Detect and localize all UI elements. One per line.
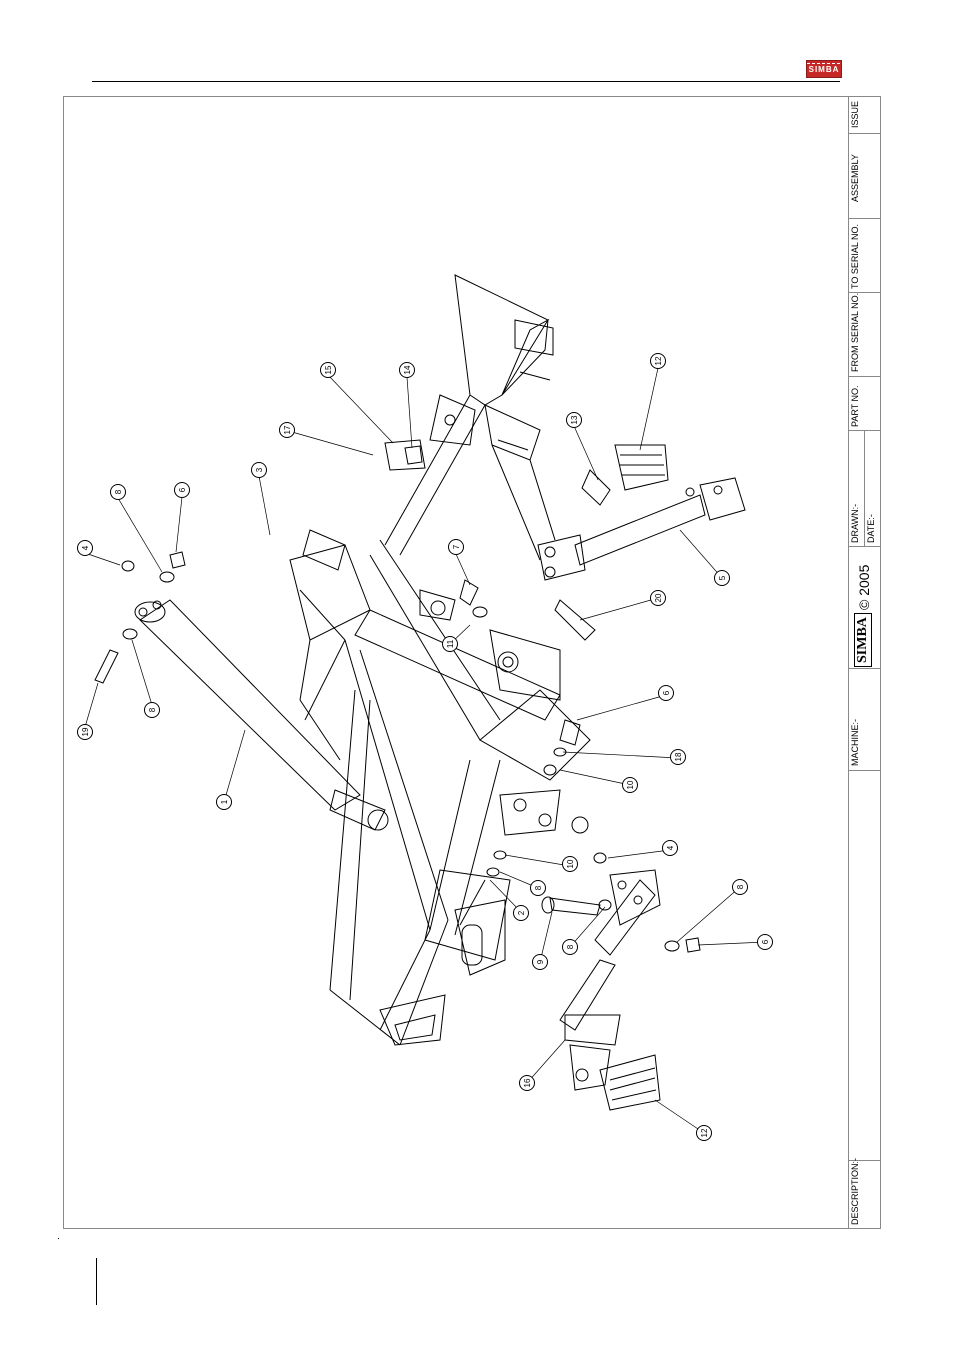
item-balloon-19: 19 <box>77 724 93 740</box>
balloon-leaders <box>84 367 766 1134</box>
item-balloon-12: 12 <box>650 353 666 369</box>
item-balloon-8: 8 <box>530 880 546 896</box>
item-balloon-11: 11 <box>442 636 458 652</box>
logo-text: SIMBA <box>808 65 840 74</box>
item-balloon-14: 14 <box>399 362 415 378</box>
title-block <box>848 96 881 1229</box>
description-label: DESCRIPTION:- <box>850 1157 860 1225</box>
issue-label: ISSUE <box>850 100 860 128</box>
item-balloon-8: 8 <box>562 939 578 955</box>
drawn-label: DRAWN:- <box>850 503 860 543</box>
item-balloon-8: 8 <box>732 879 748 895</box>
part-no-label: PART NO. <box>850 385 860 427</box>
item-balloon-9: 9 <box>532 954 548 970</box>
item-balloon-6: 6 <box>174 482 190 498</box>
from-serial-label: FROM SERIAL NO. <box>850 292 860 372</box>
simba-logo: SIMBA <box>806 60 842 78</box>
item-balloon-17: 17 <box>279 422 295 438</box>
item-balloon-18: 18 <box>670 749 686 765</box>
copyright-text: © 2005 <box>856 564 872 610</box>
item-balloon-16: 16 <box>519 1075 535 1091</box>
item-balloon-15: 15 <box>320 362 336 378</box>
date-label: DATE:- <box>866 514 876 543</box>
machine-label: MACHINE:- <box>850 719 860 766</box>
item-balloon-4: 4 <box>662 840 678 856</box>
item-balloon-3: 3 <box>251 462 267 478</box>
item-balloon-12: 12 <box>696 1125 712 1141</box>
main-frame <box>289 274 591 1046</box>
item-balloon-10: 10 <box>562 856 578 872</box>
parking-jack-12-bottom <box>599 1054 661 1111</box>
item-balloon-10: 10 <box>622 777 638 793</box>
small-hardware <box>94 439 701 953</box>
item-balloon-2: 2 <box>513 905 529 921</box>
to-serial-label: TO SERIAL NO. <box>850 223 860 289</box>
hydraulic-cylinder-5 <box>537 477 746 581</box>
item-balloon-4: 4 <box>77 540 93 556</box>
simba-brand-box: SIMBA <box>854 613 872 667</box>
assembly-label: ASSEMBLY <box>850 154 860 202</box>
header-rule <box>92 81 840 82</box>
exploded-parts-drawing <box>84 274 766 1134</box>
item-balloon-5: 5 <box>714 570 730 586</box>
item-balloon-6: 6 <box>658 685 674 701</box>
parking-jack-12-top <box>614 444 669 491</box>
drawing-frame <box>63 96 881 1229</box>
page-margin-rule <box>96 1258 97 1305</box>
hydraulic-cylinder-1 <box>134 599 389 831</box>
hydraulic-cylinder-16 <box>559 869 661 1091</box>
item-balloon-8: 8 <box>144 702 160 718</box>
item-balloon-20: 20 <box>650 590 666 606</box>
item-balloon-6: 6 <box>757 934 773 950</box>
item-balloon-1: 1 <box>216 794 232 810</box>
item-balloon-7: 7 <box>448 539 464 555</box>
item-balloon-8: 8 <box>110 484 126 500</box>
item-balloon-13: 13 <box>566 412 582 428</box>
